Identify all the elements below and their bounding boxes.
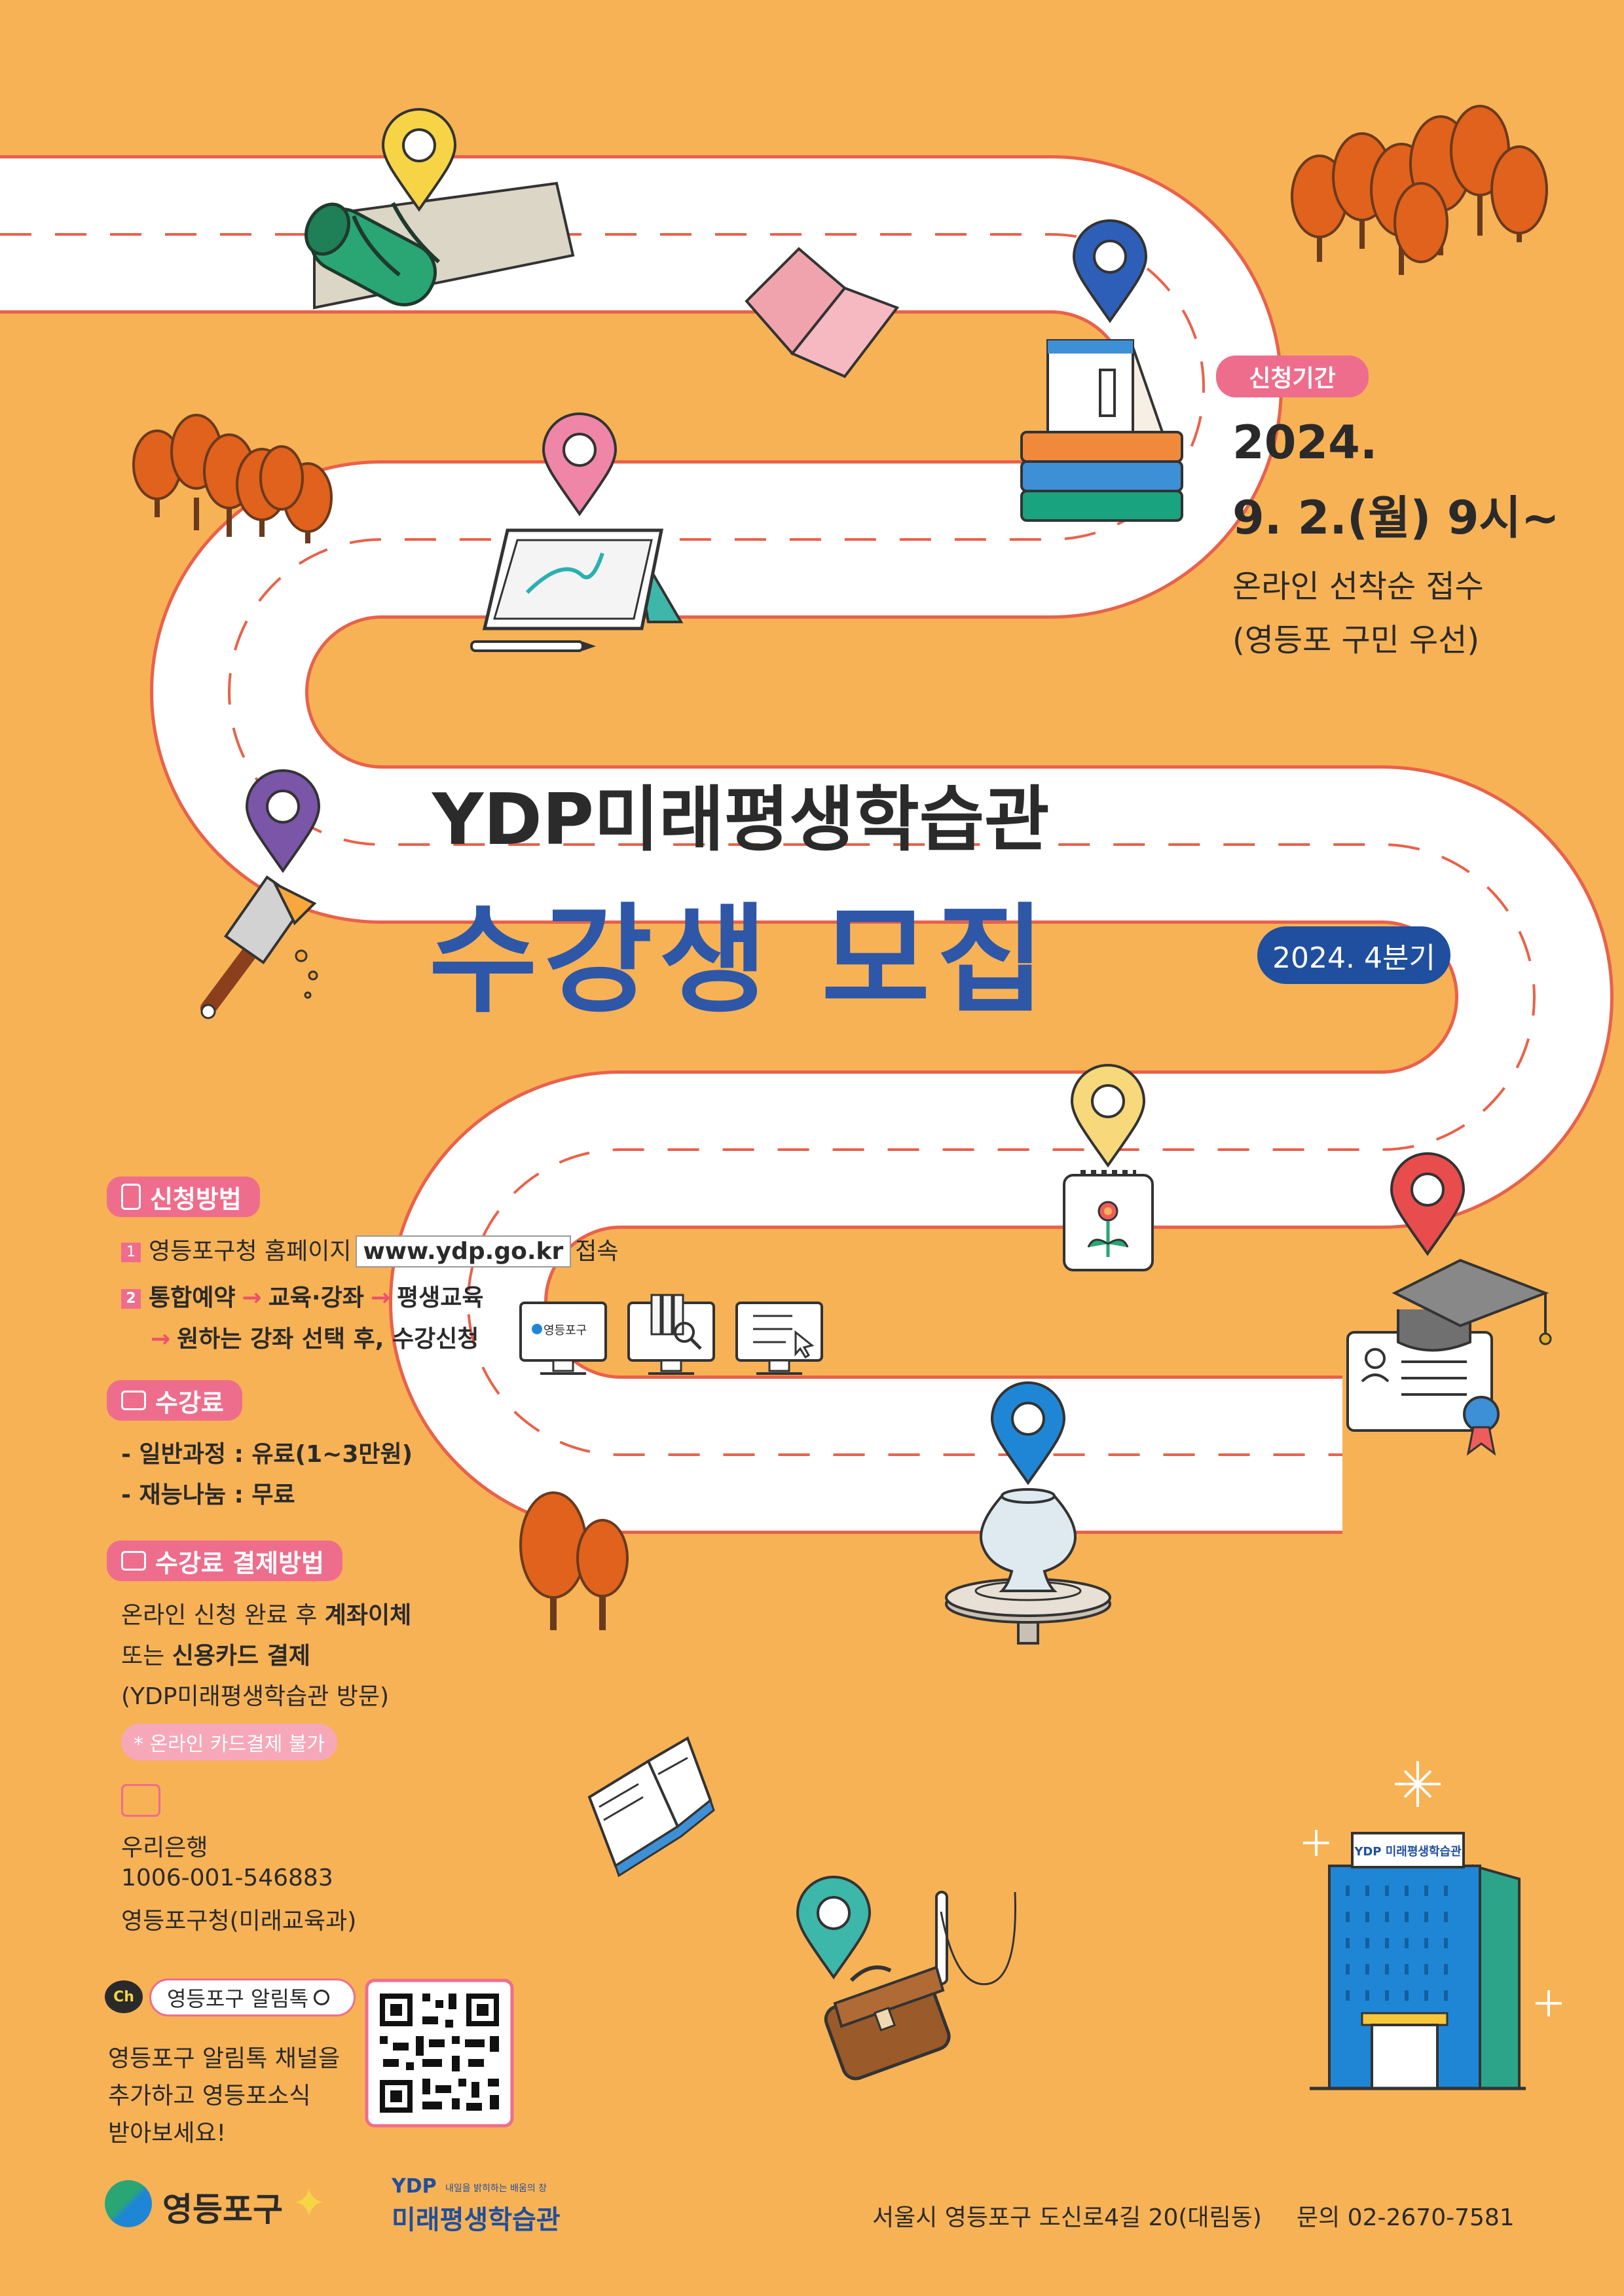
bank-icon: [121, 1784, 160, 1817]
bank-name: 우리은행: [121, 1834, 208, 1861]
step2-a: 통합예약: [149, 1285, 236, 1311]
fee-label-text: 수강료: [155, 1388, 224, 1417]
payment-notice: * 온라인 카드결제 불가: [121, 1724, 337, 1760]
step1-post: 접속: [575, 1238, 619, 1265]
bank-account: 1006-001-546883: [121, 1865, 333, 1891]
footer-address: 서울시 영등포구 도신로4길 20(대림동): [872, 2204, 1262, 2231]
ydp-logo-name: 미래평생학습관: [392, 2205, 561, 2235]
map-pin-icon: [796, 1876, 872, 1980]
trees-bottom-left: [519, 1491, 629, 1630]
monitor-label: 영등포구: [544, 1324, 587, 1338]
paint-brush-icon: [200, 875, 318, 1019]
quarter-badge: 2024. 4분기: [1257, 926, 1450, 984]
yoga-mat-icon: [304, 181, 575, 310]
monitor-checklist-icon: [735, 1302, 823, 1375]
payment-transfer: 계좌이체: [324, 1602, 412, 1629]
phone-icon: [121, 1184, 141, 1210]
kakao-search-text: 영등포구 알림톡: [167, 1986, 309, 2011]
gu-logo-icon: [105, 2180, 152, 2227]
open-book-icon: [587, 1736, 715, 1878]
ydp-logo-tag: 내일을 밝히하는 배움의 창: [445, 2183, 547, 2194]
period-date: 9. 2.(월) 9시~: [1232, 491, 1560, 545]
kakao-desc2: 추가하고 영등포소식: [108, 2083, 311, 2109]
org-title: YDP미래평생학습관: [432, 779, 1050, 861]
trees-top-right: [1291, 105, 1548, 275]
fee-talent: - 재능나눔 : 무료: [121, 1482, 295, 1508]
payment-card: 신용카드 결제: [172, 1643, 310, 1669]
period-label: 신청기간: [1216, 355, 1369, 397]
payment-line1: 온라인 신청 완료 후 계좌이체: [121, 1596, 411, 1630]
period-line2: (영등포 구민 우선): [1232, 622, 1480, 659]
tablet-icon: [470, 528, 684, 652]
pottery-icon: [945, 1488, 1111, 1645]
fee-general: - 일반과정 : 유료(1~3만원): [121, 1441, 413, 1468]
step2-b: 교육·강좌: [268, 1285, 364, 1311]
apply-label-text: 신청방법: [150, 1184, 242, 1214]
building-icon: [1310, 1832, 1526, 2090]
step1-number: 1: [121, 1243, 141, 1262]
graduation-cap-icon: [1346, 1258, 1552, 1456]
map-pin-icon: [1072, 219, 1148, 323]
main-title: 수강생 모집: [429, 892, 1052, 1029]
gu-logo-text: 영등포구: [162, 2191, 283, 2229]
map-pin-icon: [990, 1381, 1066, 1485]
site-url-link[interactable]: www.ydp.go.kr: [355, 1235, 572, 1267]
period-line1: 온라인 선착순 접수: [1232, 568, 1484, 605]
trees-left: [132, 414, 333, 543]
step2-number: 2: [121, 1289, 141, 1309]
sparkle-icon: [1303, 1761, 1562, 2016]
arrow-icon: →: [242, 1285, 262, 1311]
map-pin-icon: [245, 769, 321, 873]
step1-pre: 영등포구청 홈페이지: [149, 1238, 352, 1265]
ydp-logo-icon: ✦: [291, 2179, 327, 2228]
footer-contact: 문의 02-2670-7581: [1297, 2204, 1515, 2231]
kakao-desc1: 영등포구 알림톡 채널을: [108, 2045, 341, 2072]
payment-label: 수강료 결제방법: [107, 1540, 342, 1581]
map-pin-icon: [1070, 1064, 1146, 1168]
arrow-icon: →: [151, 1326, 171, 1353]
step2-c: 평생교육: [396, 1285, 484, 1311]
book-stack-icon: [1020, 339, 1183, 522]
payment-line2-pre: 또는: [121, 1643, 172, 1669]
book-icon: [745, 247, 900, 378]
monitor-icon: [519, 1302, 607, 1375]
kakao-channel-icon[interactable]: Ch: [105, 1980, 143, 2013]
needle-icon: [935, 1891, 1016, 1986]
kakao-desc3: 받아보세요!: [108, 2120, 227, 2147]
arrow-icon: →: [370, 1285, 390, 1311]
monitor-search-icon: [627, 1294, 715, 1375]
apply-step2-cont: →원하는 강좌 선택 후, 수강신청: [144, 1320, 479, 1354]
building-sign-text: YDP 미래평생학습관: [1354, 1844, 1462, 1859]
payment-line1-pre: 온라인 신청 완료 후: [121, 1602, 325, 1629]
payment-line2: 또는 신용카드 결제: [121, 1637, 310, 1671]
wallet-icon: [121, 1551, 146, 1571]
apply-label: 신청방법: [107, 1176, 260, 1217]
payment-label-text: 수강료 결제방법: [155, 1548, 324, 1578]
qr-code-icon: [365, 1978, 514, 2128]
kakao-search-box[interactable]: 영등포구 알림톡: [149, 1978, 356, 2016]
payment-line3: (YDP미래평생학습관 방문): [121, 1683, 390, 1710]
map-pin-icon: [381, 108, 457, 212]
search-icon: [314, 1990, 330, 2005]
calendar-flower-icon: [1063, 1170, 1154, 1271]
map-pin-icon: [1390, 1152, 1466, 1256]
bag-icon: [824, 1965, 951, 2081]
step2-d: 원하는 강좌 선택 후, 수강신청: [177, 1326, 479, 1353]
bank-holder: 영등포구청(미래교육과): [121, 1908, 357, 1935]
period-year: 2024.: [1232, 416, 1378, 469]
fee-label: 수강료: [107, 1380, 242, 1421]
ydp-logo-small: YDP: [392, 2175, 437, 2198]
map-pin-icon: [542, 412, 618, 517]
card-icon: [121, 1391, 146, 1410]
